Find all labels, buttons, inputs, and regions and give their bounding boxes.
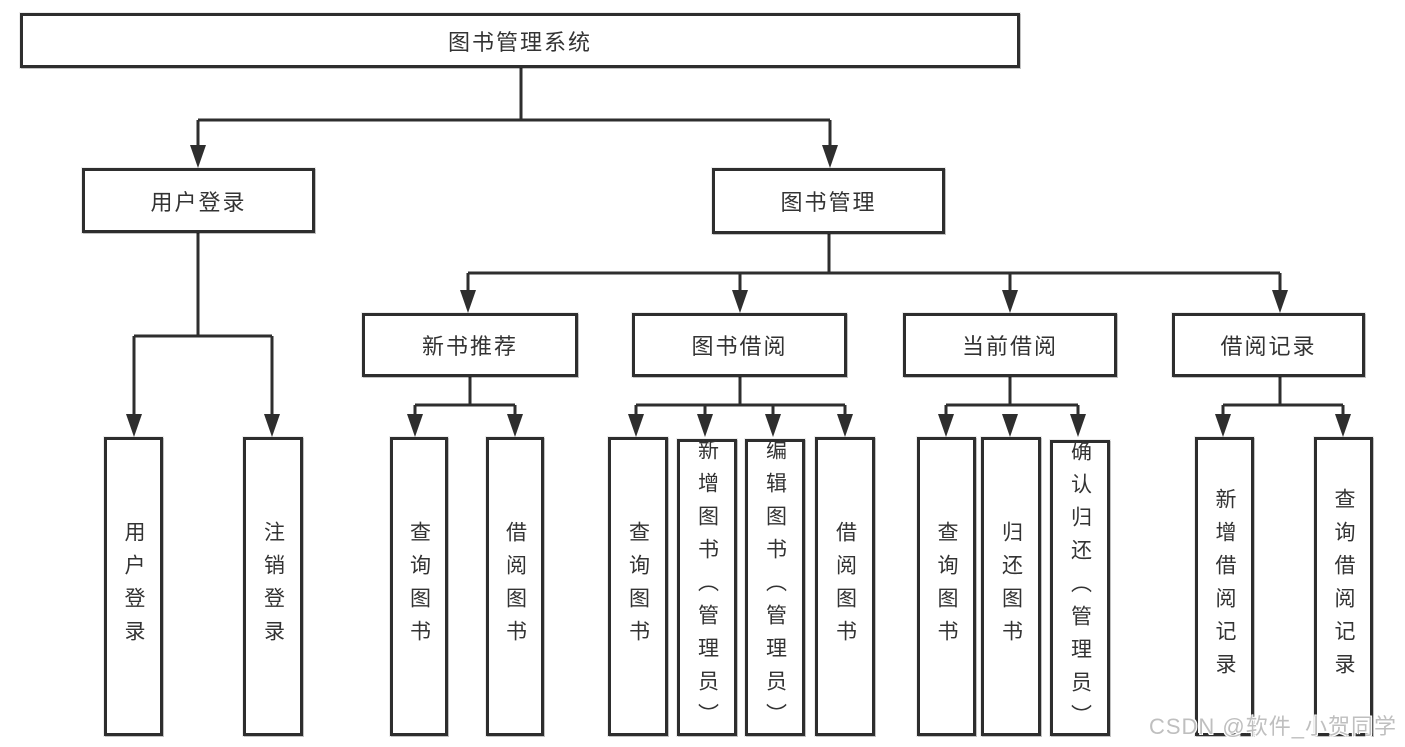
node-current-borrowing: 当前借阅 — [903, 313, 1117, 377]
node-user-login: 用户登录 — [82, 168, 315, 233]
node-label: 图书管理系统 — [447, 29, 592, 55]
node-label: 注销登录 — [261, 520, 285, 653]
node-label: 新增图书（管理员） — [695, 439, 719, 736]
node-label: 用户登录 — [150, 189, 247, 215]
node-label: 借阅图书 — [503, 520, 527, 653]
node-new-book-recommendation: 新书推荐 — [362, 313, 578, 377]
node-label: 查询图书 — [407, 520, 431, 653]
csdn-watermark: CSDN @软件_小贺同学 — [1148, 714, 1397, 739]
node-label: 查询图书 — [626, 520, 650, 653]
node-label: 查询借阅记录 — [1332, 487, 1355, 686]
leaf-edit-books-admin: 编辑图书（管理员） — [745, 439, 805, 736]
leaf-add-borrow-record: 新增借阅记录 — [1195, 437, 1254, 736]
leaf-borrow-books: 借阅图书 — [815, 437, 875, 736]
node-label: 借阅图书 — [833, 520, 857, 653]
node-label: 用户登录 — [122, 520, 145, 653]
node-book-management: 图书管理 — [712, 168, 945, 234]
node-label: 新书推荐 — [421, 334, 518, 359]
leaf-query-books-current: 查询图书 — [917, 437, 976, 736]
node-label: 查询图书 — [935, 520, 958, 653]
node-label: 图书管理 — [780, 190, 877, 215]
node-label: 确认归还（管理员） — [1068, 439, 1092, 737]
leaf-borrow-books-recommend: 借阅图书 — [486, 437, 544, 736]
node-label: 借阅记录 — [1220, 334, 1317, 359]
node-label: 图书借阅 — [691, 334, 788, 359]
leaf-query-borrow-record: 查询借阅记录 — [1314, 437, 1373, 736]
node-label: 当前借阅 — [961, 334, 1058, 359]
node-book-borrowing: 图书借阅 — [632, 313, 847, 377]
leaf-logout: 注销登录 — [243, 437, 303, 736]
leaf-query-books-recommend: 查询图书 — [390, 437, 448, 736]
leaf-add-books-admin: 新增图书（管理员） — [677, 439, 737, 736]
node-borrowing-records: 借阅记录 — [1172, 313, 1365, 377]
node-label: 新增借阅记录 — [1213, 487, 1236, 686]
leaf-query-books-borrow: 查询图书 — [608, 437, 668, 736]
node-library-management-system: 图书管理系统 — [20, 13, 1020, 68]
leaf-user-login: 用户登录 — [104, 437, 163, 736]
leaf-return-books: 归还图书 — [981, 437, 1041, 736]
leaf-confirm-return-admin: 确认归还（管理员） — [1050, 439, 1110, 737]
node-label: 归还图书 — [999, 520, 1023, 653]
node-label: 编辑图书（管理员） — [763, 439, 787, 736]
